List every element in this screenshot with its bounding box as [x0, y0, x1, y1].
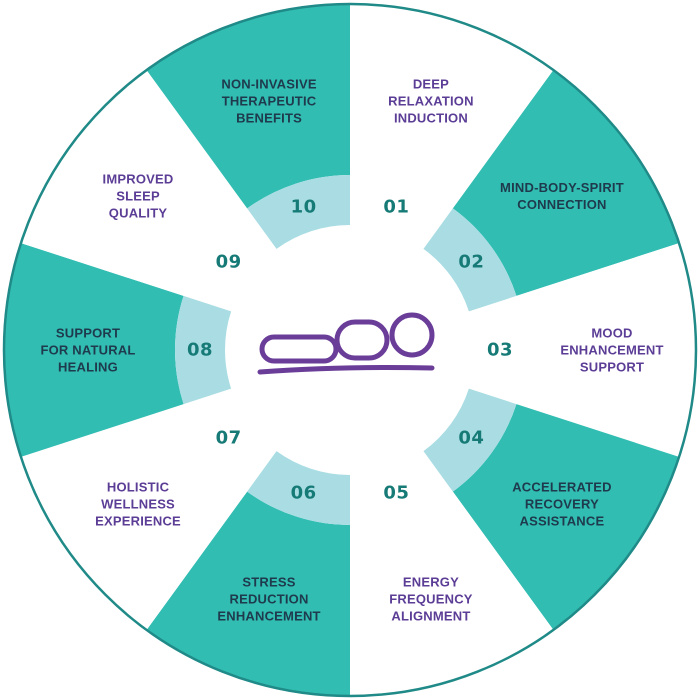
segment-number-07: 07: [215, 427, 242, 449]
segment-label-line: ACCELERATED: [512, 479, 612, 495]
segment-label-line: FREQUENCY: [389, 591, 473, 607]
segment-band-08: [175, 295, 232, 405]
segment-label-line: EXPERIENCE: [95, 513, 181, 529]
segment-label-02: MIND-BODY-SPIRIT CONNECTION: [487, 179, 637, 213]
segment-label-line: INDUCTION: [393, 110, 468, 126]
segment-label-line: THERAPEUTIC: [221, 93, 317, 109]
reclining-person-icon: [257, 312, 435, 375]
segment-label-line: MIND-BODY-SPIRIT: [500, 180, 624, 195]
segment-band-02: [423, 208, 517, 312]
segment-number-06: 06: [290, 482, 317, 504]
segment-06: [146, 491, 350, 696]
segment-label-line: CONNECTION: [517, 197, 607, 212]
inner-bands-layer: [175, 175, 517, 526]
segment-label-line: ENHANCEMENT: [217, 608, 321, 624]
segment-number-02: 02: [458, 251, 485, 273]
segment-08: [3, 243, 184, 457]
segment-label-line: HOLISTIC: [106, 479, 170, 495]
segment-number-08: 08: [186, 339, 214, 361]
segment-09: [20, 70, 248, 296]
head-shape: [389, 312, 435, 358]
segment-number-09: 09: [215, 251, 242, 273]
segment-label-line: SLEEP: [116, 188, 160, 204]
segment-label-line: ENERGY: [402, 574, 459, 590]
legs-shape: [259, 334, 339, 364]
segment-number-10: 10: [290, 196, 317, 218]
segment-05: [350, 491, 554, 696]
segment-03: [516, 243, 696, 457]
segment-label-line: ALIGNMENT: [391, 608, 471, 624]
segment-label-line: SUPPORT: [55, 325, 121, 341]
segment-label-line: RECOVERY: [524, 496, 599, 512]
segment-10: [146, 4, 350, 209]
segment-label-line: ASSISTANCE: [519, 513, 605, 529]
segment-band-04: [423, 388, 517, 492]
segment-number-01: 01: [383, 196, 410, 218]
segment-01: [350, 4, 554, 209]
segment-07: [20, 404, 248, 630]
segment-label-line: BENEFITS: [236, 110, 302, 126]
segment-label-line: ENHANCEMENT: [560, 342, 664, 358]
segment-label-line: DEEP: [412, 76, 450, 92]
segment-label-line: IMPROVED: [102, 171, 174, 187]
torso-shape: [334, 319, 390, 361]
segments-layer: [3, 4, 696, 696]
segment-label-line: REDUCTION: [229, 591, 309, 607]
segment-label-line: HEALING: [58, 359, 118, 375]
segment-label-line: NON-INVASIVE: [221, 76, 317, 92]
segment-label-line: WELLNESS: [101, 496, 175, 512]
segment-band-06: [247, 451, 350, 526]
segment-number-05: 05: [383, 482, 410, 504]
bed-line: [257, 365, 435, 375]
segment-number-04: 04: [458, 427, 485, 449]
segment-label-line: QUALITY: [108, 205, 168, 221]
segment-label-line: FOR NATURAL: [40, 342, 136, 358]
segment-label-line: MOOD: [591, 325, 633, 341]
segment-04: [452, 404, 680, 630]
segment-label-line: SUPPORT: [579, 359, 645, 375]
segment-label-line: STRESS: [242, 574, 296, 590]
segment-02: [452, 70, 680, 296]
segment-label-line: RELAXATION: [388, 93, 474, 109]
segment-band-10: [247, 175, 350, 249]
segment-number-03: 03: [486, 339, 514, 361]
